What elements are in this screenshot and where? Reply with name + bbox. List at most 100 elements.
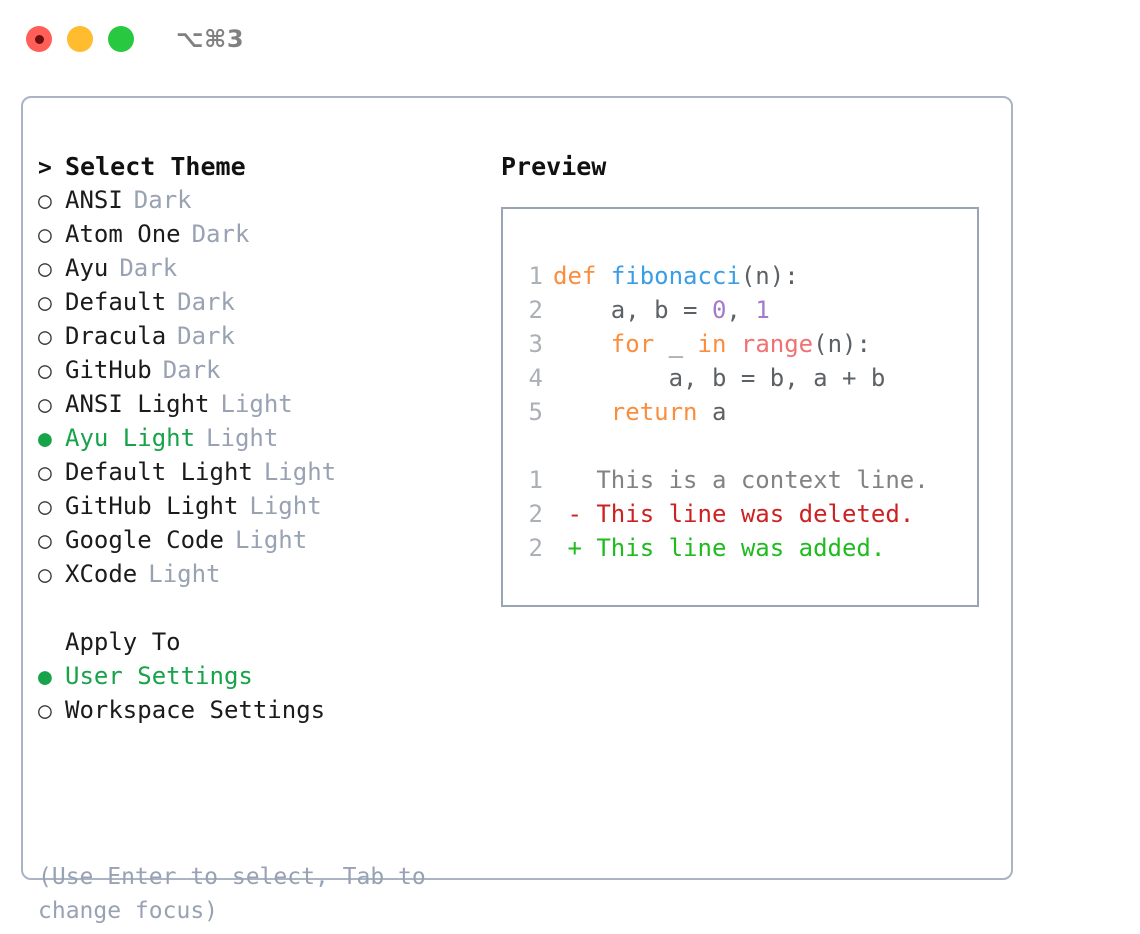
theme-variant-badge: Light — [234, 526, 308, 554]
line-number: 5 — [528, 398, 543, 426]
theme-variant-badge: Dark — [191, 220, 250, 248]
code-line: 2 - This line was deleted. — [517, 497, 929, 531]
apply-to-option-label: Workspace Settings — [65, 696, 326, 724]
theme-option-xcode[interactable]: ○ XCode Light — [38, 560, 488, 594]
theme-option-ansi-light[interactable]: ○ ANSI Light Light — [38, 390, 488, 424]
theme-option-label: XCode — [65, 560, 138, 588]
theme-option-label: ANSI Light — [65, 390, 210, 418]
code-token: a — [697, 398, 727, 426]
code-token: + This line was added. — [553, 534, 886, 562]
theme-option-label: Default — [65, 288, 167, 316]
theme-variant-badge: Dark — [162, 356, 221, 384]
theme-variant-badge: Dark — [119, 254, 178, 282]
apply-to-heading: Apply To — [38, 628, 488, 662]
theme-option-ansi[interactable]: ○ ANSI Dark — [38, 186, 488, 220]
theme-variant-badge: Dark — [133, 186, 192, 214]
code-token — [596, 262, 610, 290]
theme-option-label: GitHub — [65, 356, 152, 384]
code-token: for — [610, 330, 655, 358]
code-token: a, b = — [553, 296, 712, 324]
line-number: 4 — [528, 364, 543, 392]
theme-option-label: GitHub Light — [65, 492, 239, 520]
cursor-caret-icon: > — [38, 155, 52, 181]
theme-variant-badge: Light — [249, 492, 322, 520]
theme-option-label: Dracula — [65, 322, 167, 350]
code-token — [553, 330, 611, 358]
code-line: 5 return a — [517, 395, 929, 429]
code-line: 1 This is a context line. — [517, 463, 929, 497]
minimize-window-button[interactable] — [67, 26, 93, 52]
radio-selected-icon: ● — [38, 664, 52, 690]
radio-unselected-icon: ○ — [38, 460, 52, 486]
code-token: range — [740, 330, 814, 358]
radio-unselected-icon: ○ — [38, 494, 52, 520]
apply-to-heading-label: Apply To — [65, 628, 181, 656]
code-token — [553, 398, 611, 426]
keyboard-hint-text: (Use Enter to select, Tab to change focu… — [38, 864, 426, 924]
code-token: _ — [654, 330, 698, 358]
theme-option-github[interactable]: ○ GitHub Dark — [38, 356, 488, 390]
code-token: 1 — [755, 296, 770, 324]
select-theme-heading-label: Select Theme — [65, 152, 246, 181]
radio-selected-icon: ● — [38, 426, 52, 452]
title-bar: ⌥⌘3 — [0, 0, 1140, 78]
apply-to-option-label: User Settings — [65, 662, 253, 690]
code-token: in — [697, 330, 727, 358]
radio-unselected-icon: ○ — [38, 256, 52, 282]
code-line: 2 a, b = 0, 1 — [517, 293, 929, 327]
code-line: 4 a, b = b, a + b — [517, 361, 929, 395]
code-token: fibonacci — [610, 262, 741, 290]
line-number: 3 — [528, 330, 543, 358]
radio-unselected-icon: ○ — [38, 392, 52, 418]
line-number: 2 — [528, 500, 543, 528]
code-token — [726, 330, 740, 358]
code-token: 0 — [711, 296, 727, 324]
code-line: 2 + This line was added. — [517, 531, 929, 565]
line-number: 2 — [528, 296, 543, 324]
code-token: (n): — [740, 262, 799, 290]
theme-option-label: Ayu Light — [65, 424, 196, 452]
code-token: def — [553, 262, 597, 290]
theme-variant-badge: Light — [220, 390, 293, 418]
code-token: return — [610, 398, 698, 426]
theme-option-github-light[interactable]: ○ GitHub Light Light — [38, 492, 488, 526]
theme-option-ayu-light[interactable]: ● Ayu Light Light — [38, 424, 488, 458]
code-token: This is a context line. — [553, 466, 929, 494]
apply-to-options-list: ● User Settings ○ Workspace Settings — [38, 662, 488, 730]
theme-option-label: ANSI — [65, 186, 123, 214]
apply-to-option-user-settings[interactable]: ● User Settings — [38, 662, 488, 696]
theme-option-label: Atom One — [65, 220, 181, 248]
code-token: , — [726, 296, 756, 324]
theme-variant-badge: Light — [206, 424, 279, 452]
radio-unselected-icon: ○ — [38, 698, 52, 724]
code-line — [517, 429, 929, 463]
theme-variant-badge: Light — [148, 560, 221, 588]
maximize-window-button[interactable] — [108, 26, 134, 52]
line-number: 1 — [528, 262, 543, 290]
code-token: - This line was deleted. — [553, 500, 915, 528]
radio-unselected-icon: ○ — [38, 358, 52, 384]
code-token: (n): — [813, 330, 871, 358]
keyboard-shortcut-label: ⌥⌘3 — [176, 25, 245, 53]
code-line: 1 def fibonacci(n): — [517, 259, 929, 293]
theme-option-label: Ayu — [65, 254, 109, 282]
theme-option-label: Google Code — [65, 526, 224, 554]
radio-unselected-icon: ○ — [38, 188, 52, 214]
apply-to-option-workspace-settings[interactable]: ○ Workspace Settings — [38, 696, 488, 730]
theme-variant-badge: Dark — [177, 288, 235, 316]
close-window-button[interactable] — [26, 26, 52, 52]
line-number: 1 — [528, 466, 543, 494]
theme-option-ayu[interactable]: ○ Ayu Dark — [38, 254, 488, 288]
select-theme-heading: > Select Theme — [38, 152, 488, 186]
radio-unselected-icon: ○ — [38, 562, 52, 588]
